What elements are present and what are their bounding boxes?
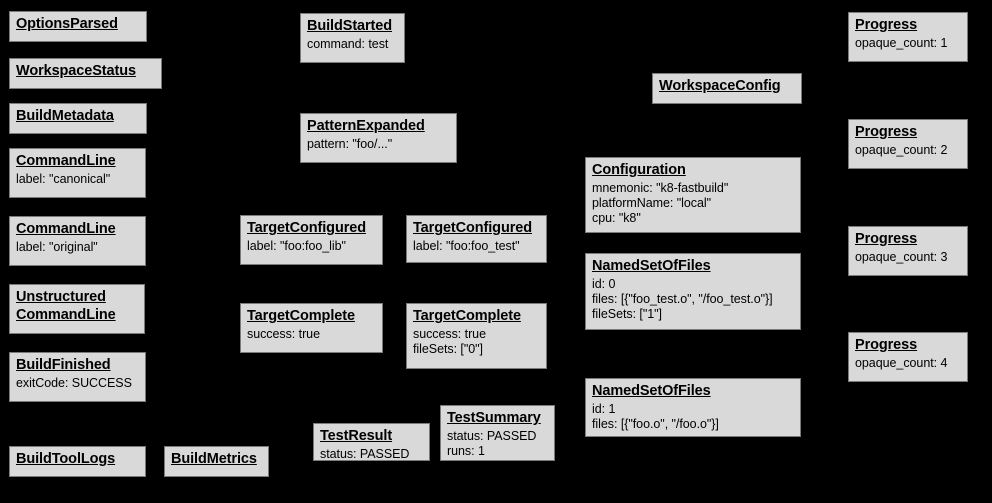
node-pattern-expanded[interactable]: PatternExpanded pattern: "foo/..."	[300, 113, 457, 163]
node-field: label: "foo:foo_test"	[413, 238, 520, 253]
node-configuration[interactable]: Configuration mnemonic: "k8-fastbuild"pla…	[585, 157, 801, 233]
node-title: OptionsParsed	[16, 16, 118, 32]
node-title: BuildMetrics	[171, 451, 257, 467]
node-title: BuildFinished	[16, 357, 111, 373]
node-field: opaque_count: 1	[855, 35, 948, 50]
node-title: PatternExpanded	[307, 118, 425, 134]
node-unstructured-command-line[interactable]: Unstructured CommandLine	[9, 284, 145, 334]
node-title: Progress	[855, 337, 918, 353]
node-field: id: 0	[592, 276, 616, 291]
node-field: runs: 1	[447, 443, 485, 458]
node-field: opaque_count: 3	[855, 249, 948, 264]
node-title: BuildStarted	[307, 18, 393, 34]
node-field: label: "foo:foo_lib"	[247, 238, 346, 253]
node-workspace-config[interactable]: WorkspaceConfig	[652, 73, 802, 104]
node-field: status: PASSED	[320, 446, 410, 461]
node-title: Progress	[855, 17, 918, 33]
node-title: TargetConfigured	[413, 220, 532, 236]
node-field: fileSets: ["1"]	[592, 307, 662, 322]
node-title: NamedSetOfFiles	[592, 258, 711, 274]
node-title: BuildMetadata	[16, 108, 114, 124]
node-test-result[interactable]: TestResult status: PASSED	[313, 423, 430, 461]
node-field: label: "original"	[16, 239, 98, 254]
node-field: opaque_count: 4	[855, 355, 948, 370]
node-field: files: [{"foo.o", "/foo.o"}]	[592, 416, 719, 431]
node-title: Configuration	[592, 162, 686, 178]
node-workspace-status[interactable]: WorkspaceStatus	[9, 58, 162, 89]
node-field: cpu: "k8"	[592, 211, 641, 226]
node-build-finished[interactable]: BuildFinished exitCode: SUCCESS	[9, 352, 146, 402]
node-build-metadata[interactable]: BuildMetadata	[9, 103, 147, 134]
node-field: exitCode: SUCCESS	[16, 375, 132, 390]
node-field: command: test	[307, 36, 389, 51]
node-field: fileSets: ["0"]	[413, 341, 483, 356]
node-field: pattern: "foo/..."	[307, 136, 393, 151]
node-field: mnemonic: "k8-fastbuild"	[592, 180, 729, 195]
node-progress-4[interactable]: Progress opaque_count: 4	[848, 332, 968, 382]
node-field: opaque_count: 2	[855, 142, 948, 157]
node-title: NamedSetOfFiles	[592, 383, 711, 399]
node-target-configured-foo-lib[interactable]: TargetConfigured label: "foo:foo_lib"	[240, 215, 383, 265]
node-field: platformName: "local"	[592, 195, 711, 210]
node-title: BuildToolLogs	[16, 451, 116, 467]
node-field: success: true	[247, 326, 320, 341]
node-progress-3[interactable]: Progress opaque_count: 3	[848, 226, 968, 276]
node-progress-2[interactable]: Progress opaque_count: 2	[848, 119, 968, 169]
node-target-configured-foo-test[interactable]: TargetConfigured label: "foo:foo_test"	[406, 215, 547, 263]
node-title: CommandLine	[16, 153, 116, 169]
node-title: TargetComplete	[247, 308, 355, 324]
node-field: id: 1	[592, 401, 616, 416]
node-title: WorkspaceConfig	[659, 78, 781, 94]
node-command-line-canonical[interactable]: CommandLine label: "canonical"	[9, 148, 146, 198]
node-progress-1[interactable]: Progress opaque_count: 1	[848, 12, 968, 62]
node-title: TestSummary	[447, 410, 541, 426]
node-title: TestResult	[320, 428, 393, 444]
node-title: Unstructured CommandLine	[16, 289, 116, 323]
node-title: TargetConfigured	[247, 220, 366, 236]
node-title: TargetComplete	[413, 308, 521, 324]
node-build-metrics[interactable]: BuildMetrics	[164, 446, 269, 477]
node-options-parsed[interactable]: OptionsParsed	[9, 11, 147, 42]
node-command-line-original[interactable]: CommandLine label: "original"	[9, 216, 146, 266]
node-build-tool-logs[interactable]: BuildToolLogs	[9, 446, 146, 477]
node-field: label: "canonical"	[16, 171, 111, 186]
node-title: Progress	[855, 124, 918, 140]
node-title: Progress	[855, 231, 918, 247]
node-title: CommandLine	[16, 221, 116, 237]
node-field: status: PASSED	[447, 428, 537, 443]
node-field: files: [{"foo_test.o", "/foo_test.o"}]	[592, 291, 773, 306]
node-build-started[interactable]: BuildStarted command: test	[300, 13, 405, 63]
node-title: WorkspaceStatus	[16, 63, 136, 79]
node-target-complete-foo-lib[interactable]: TargetComplete success: true	[240, 303, 383, 353]
node-field: success: true	[413, 326, 486, 341]
